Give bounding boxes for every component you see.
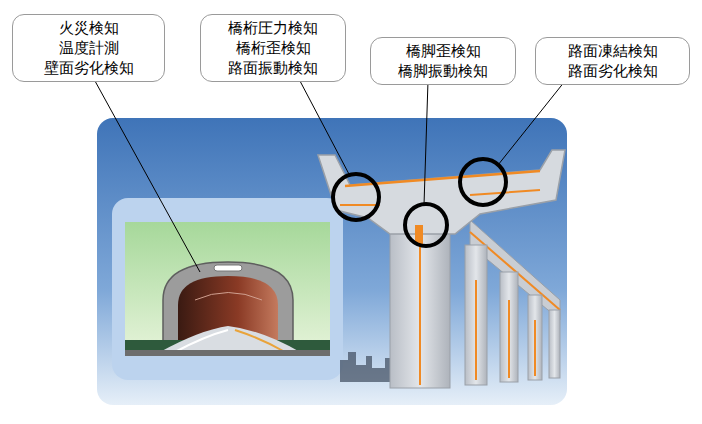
skyline [340,352,392,382]
main-pier [390,228,450,388]
sensor-line [419,245,421,385]
callout-text: 温度計測 [59,38,119,58]
tunnel-light [214,265,242,271]
callout-text: 橋脚歪検知 [406,41,481,61]
leader-line [300,81,350,176]
road-line [235,330,285,352]
focus-circle [333,174,379,220]
callout-text: 路面劣化検知 [568,61,658,81]
sensor-line [476,280,535,380]
tunnel-panel [112,198,343,380]
pier [549,310,560,378]
callout-box: 路面凍結検知路面劣化検知 [535,37,690,85]
callout-box: 火災検知温度計測壁面劣化検知 [12,14,165,82]
callout-text: 路面凍結検知 [568,41,658,61]
focus-circle [405,204,447,246]
sensor-line [340,190,540,205]
leader-line [498,81,565,165]
callout-text: 壁面劣化検知 [44,58,134,78]
background-panel [97,118,567,405]
tunnel-crack [195,293,262,301]
callout-box: 橋桁圧力検知橋桁歪検知路面振動検知 [200,14,346,82]
callout-text: 路面振動検知 [228,58,318,78]
pier-cap [318,150,565,234]
focus-circle [460,159,506,205]
road [160,326,300,352]
leader-line [424,81,428,205]
callout-text: 橋桁歪検知 [236,38,311,58]
road-line [175,330,228,352]
leader-line [95,81,200,272]
tunnel-base [125,350,330,356]
callout-text: 橋桁圧力検知 [228,18,318,38]
callout-text: 火災検知 [59,18,119,38]
callout-box: 橋脚歪検知橋脚振動検知 [370,37,516,85]
callout-text: 橋脚振動検知 [398,61,488,81]
